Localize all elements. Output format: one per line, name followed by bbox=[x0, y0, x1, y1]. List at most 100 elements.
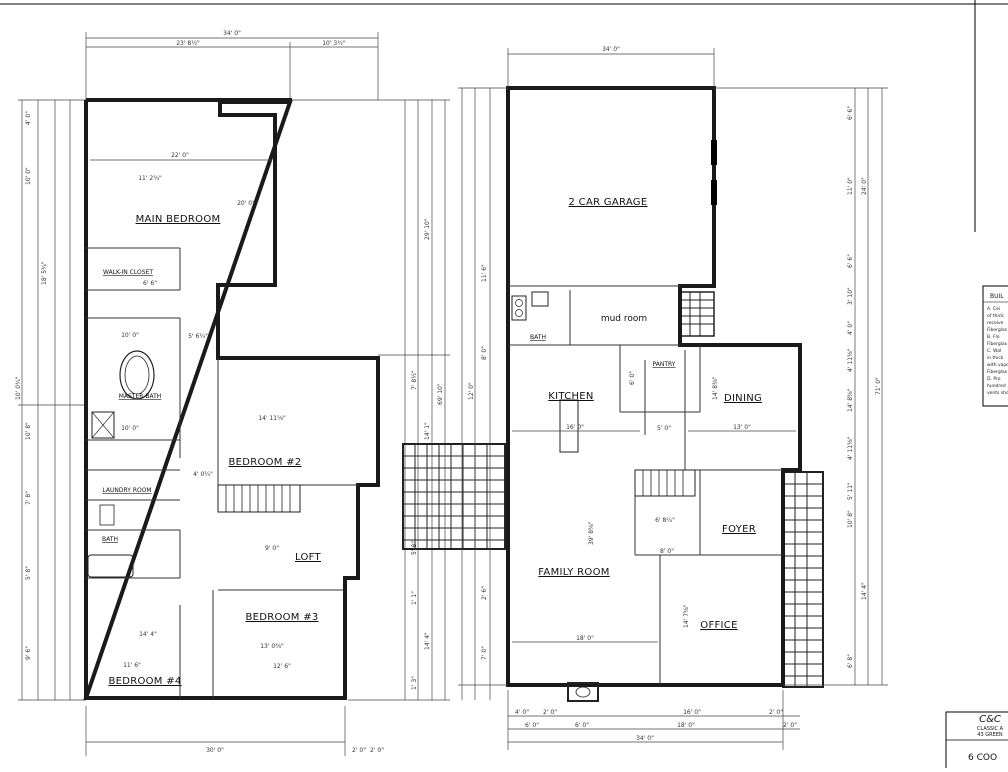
closet-dim: 6' 6" bbox=[143, 280, 157, 287]
notes-line: vents sho bbox=[987, 390, 1008, 396]
upper-top-overall-dim: 34' 0" bbox=[223, 30, 241, 37]
room-garage-label: 2 CAR GARAGE bbox=[569, 197, 648, 208]
room-walk-in-closet-label: WALK-IN CLOSET bbox=[103, 269, 153, 276]
foyer-b-dim: 8' 0" bbox=[660, 548, 674, 555]
dining-width-dim: 13' 0" bbox=[733, 424, 751, 431]
bedroom-4-width-dim: 11' 6" bbox=[123, 662, 141, 669]
upper-top-right-dim: 10' 3½" bbox=[322, 40, 346, 47]
upper-left-dim-6: 5' 8" bbox=[25, 566, 32, 580]
upper-bottom-small-1: 2' 0" bbox=[370, 747, 384, 754]
main-right-dim-0: 6' 6" bbox=[847, 106, 854, 120]
upper-right-dim-5: 1' 1" bbox=[411, 591, 418, 605]
notes-line: Fiberglas bbox=[987, 327, 1008, 333]
room-family-label: FAMILY ROOM bbox=[538, 567, 609, 578]
main-right-dim-1: 11' 0" bbox=[847, 177, 854, 195]
title-bottom-text: 6 COO bbox=[968, 753, 997, 763]
main-right-dim-10: 5' 11" bbox=[847, 482, 854, 500]
main-bottom-r1-1: 2' 0" bbox=[543, 709, 557, 716]
main-right-dim-13: 6' 8" bbox=[847, 654, 854, 668]
main-bottom-r1-2: 16' 0" bbox=[683, 709, 701, 716]
notes-line: Fiberglas bbox=[987, 341, 1008, 347]
upper-left-dim-7: 9' 6" bbox=[25, 646, 32, 660]
kitchen-width-dim: 16' 0" bbox=[566, 424, 584, 431]
pantry-width-dim: 5' 0" bbox=[657, 425, 671, 432]
main-bottom-r2-3: 2' 0" bbox=[783, 722, 797, 729]
front-porch-hatch bbox=[782, 471, 824, 688]
notes-line: Fiberglas bbox=[987, 369, 1008, 375]
bedroom-3-width-dim: 13' 0⅜" bbox=[260, 643, 284, 650]
notes-line: hundred bbox=[987, 383, 1006, 389]
notes-line: in thick bbox=[987, 355, 1004, 361]
main-left-dim-3: 2' 6" bbox=[481, 586, 488, 600]
main-bottom-r2-1: 6' 0" bbox=[575, 722, 589, 729]
main-bedroom-d1-dim: 11' 2¾" bbox=[138, 175, 162, 182]
main-right-dim-7: 14' 8⅝" bbox=[847, 388, 854, 412]
room-pantry-label: PANTRY bbox=[653, 361, 676, 368]
foyer-a-dim: 6' 8¼" bbox=[655, 517, 675, 524]
main-top-overall-dim: 34' 0" bbox=[602, 46, 620, 53]
room-laundry-label: LAUNDRY ROOM bbox=[102, 487, 151, 494]
main-bottom-r2-2: 18' 0" bbox=[677, 722, 695, 729]
garage-step-hatch bbox=[679, 291, 715, 337]
master-bath-a-dim: 10' 0" bbox=[121, 332, 139, 339]
upper-right-dim-0: 29' 10" bbox=[424, 218, 431, 240]
main-right-dim-11: 10' 8" bbox=[847, 510, 854, 528]
main-bedroom-height-dim: 20' 0" bbox=[237, 200, 255, 207]
upper-right-dim-2: 7' 8½" bbox=[411, 370, 418, 390]
notes-line: with vapo bbox=[987, 362, 1008, 368]
main-right-dim-12: 14' 4" bbox=[861, 582, 868, 600]
main-right-dim-4: 3' 10" bbox=[847, 287, 854, 305]
upper-right-dim-3: 14' 1" bbox=[424, 422, 431, 440]
main-left-dim-2: 12' 0" bbox=[468, 382, 475, 400]
loft-dim: 9' 0" bbox=[265, 545, 279, 552]
main-right-dim-5: 4' 0" bbox=[847, 321, 854, 335]
main-bedroom-width-dim: 22' 0" bbox=[171, 152, 189, 159]
notes-line: receive bbox=[987, 320, 1004, 326]
main-floor-plan: 34' 0" bbox=[458, 46, 888, 750]
upper-left-dim-1: 10' 0" bbox=[25, 167, 32, 185]
main-left-dim-1: 8' 0" bbox=[481, 346, 488, 360]
bedroom-2-width-dim: 4' 0¼" bbox=[193, 471, 213, 478]
family-height-dim: 39' 8⅝" bbox=[588, 521, 595, 545]
main-right-dim-2: 24' 0" bbox=[861, 177, 868, 195]
notes-line: A. Cei bbox=[987, 306, 1000, 312]
room-upper-bath-label: BATH bbox=[102, 536, 118, 543]
bedroom-2-height-dim: 14' 11⅝" bbox=[258, 415, 286, 422]
room-dining-label: DINING bbox=[724, 393, 762, 404]
room-master-bath-label: MASTER BATH bbox=[119, 393, 162, 400]
upper-bottom-overall-dim: 30' 0" bbox=[206, 747, 224, 754]
bedroom-4-height-dim: 14' 4" bbox=[139, 631, 157, 638]
upper-top-left-dim: 23' 8½" bbox=[176, 40, 200, 47]
bedroom-3-b-dim: 12' 6" bbox=[273, 663, 291, 670]
upper-right-dim-6: 14' 4" bbox=[424, 632, 431, 650]
notes-line: B. Flo bbox=[987, 334, 1000, 340]
room-bedroom-2-label: BEDROOM #2 bbox=[228, 457, 301, 468]
main-bottom-r1-0: 4' 0" bbox=[515, 709, 529, 716]
master-bath-b-dim: 5' 6¼" bbox=[188, 333, 208, 340]
upper-floor-plan: 34' 0" 23' 8½" 10' 3½" bbox=[15, 30, 450, 756]
upper-left-dim-0: 4' 0" bbox=[25, 111, 32, 125]
upper-right-dim-7: 1' 3" bbox=[411, 676, 418, 690]
room-bedroom-3-label: BEDROOM #3 bbox=[245, 612, 318, 623]
main-bottom-r1-3: 2' 0" bbox=[769, 709, 783, 716]
notes-line: D. Pro bbox=[987, 376, 1001, 382]
main-left-dim-0: 11' 6" bbox=[481, 264, 488, 282]
upper-left-dim-2: 18' 5¾" bbox=[41, 261, 48, 285]
room-main-bath-label: BATH bbox=[530, 334, 546, 341]
main-right-dim-3: 6' 6" bbox=[847, 254, 854, 268]
upper-left-dim-3: 10' 0¾" bbox=[15, 376, 22, 400]
room-loft-label: LOFT bbox=[295, 552, 322, 563]
main-bottom-r2-0: 6' 0" bbox=[525, 722, 539, 729]
pantry-height-dim: 6' 0" bbox=[629, 371, 636, 385]
main-right-dim-9: 4' 11⅝" bbox=[847, 436, 854, 460]
title-line-2: 43 GREEN bbox=[977, 732, 1003, 738]
room-bedroom-4-label: BEDROOM #4 bbox=[108, 676, 181, 687]
dining-height-dim: 14' 8⅜" bbox=[712, 376, 719, 400]
title-line-1: CLASSIC A bbox=[977, 726, 1004, 732]
title-logo: C&C bbox=[979, 714, 1001, 725]
room-foyer-label: FOYER bbox=[722, 524, 756, 535]
